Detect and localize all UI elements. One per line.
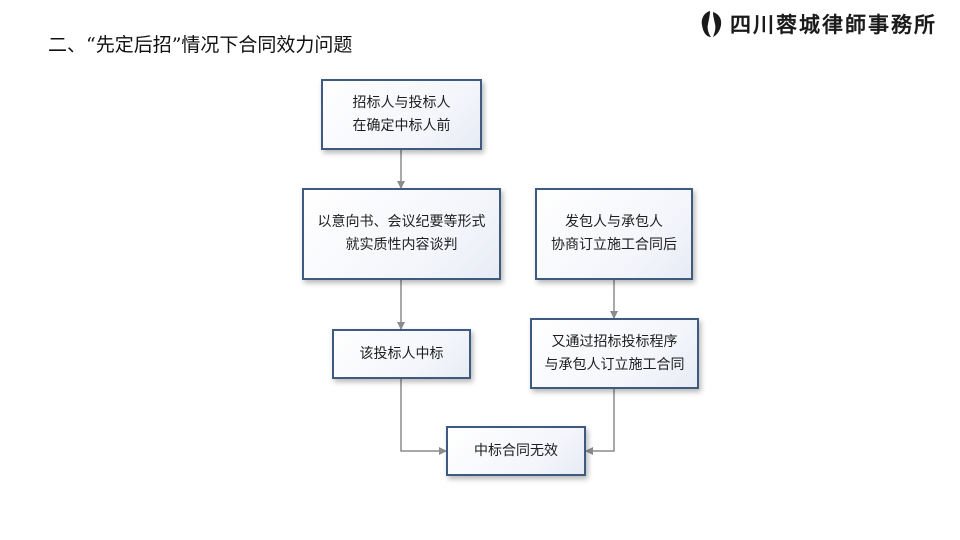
flow-box-contract-invalid: 中标合同无效 <box>446 426 586 476</box>
flow-box-tender-after: 又通过招标投标程序 与承包人订立施工合同 <box>530 318 699 389</box>
arrow-right2-to-result <box>585 389 615 455</box>
flow-box-bidder-wins: 该投标人中标 <box>332 329 471 379</box>
flow-box-negotiation-start: 招标人与投标人 在确定中标人前 <box>321 79 482 150</box>
box-line: 协商订立施工合同后 <box>551 237 677 253</box>
box-line: 发包人与承包人 <box>565 214 663 230</box>
brand-header: 四川蓉城律師事務所 <box>700 8 937 40</box>
flow-box-substantive-negotiation: 以意向书、会议纪要等形式 就实质性内容谈判 <box>302 188 501 280</box>
box-line: 该投标人中标 <box>359 345 444 362</box>
page-title: 二、“先定后招”情况下合同效力问题 <box>48 34 353 56</box>
arrow-step3-to-result <box>400 379 447 455</box>
box-line: 就实质性内容谈判 <box>345 237 458 253</box>
box-line: 又通过招标投标程序 <box>551 333 678 350</box>
box-line: 招标人与投标人 <box>352 94 451 111</box>
flow-box-contract-negotiated: 发包人与承包人 协商订立施工合同后 <box>535 188 693 280</box>
box-line: 在确定中标人前 <box>352 117 451 134</box>
box-line: 与承包人订立施工合同 <box>544 356 685 373</box>
box-line: 中标合同无效 <box>474 442 558 459</box>
box-line: 以意向书、会议纪要等形式 <box>317 214 486 230</box>
seal-logo-icon <box>701 11 722 37</box>
brand-name: 四川蓉城律師事務所 <box>730 12 937 37</box>
